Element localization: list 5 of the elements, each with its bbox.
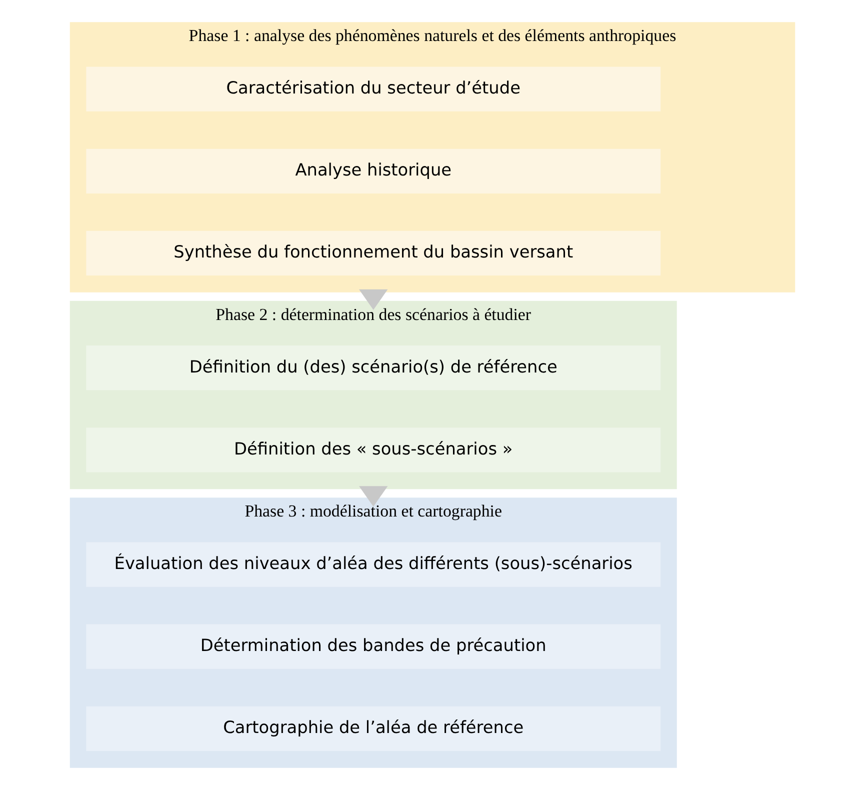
node-box: Caractérisation du secteur d’étude	[86, 66, 660, 112]
arrow	[358, 289, 388, 310]
node-box: Synthèse du fonctionnement du bassin versant	[86, 230, 660, 276]
arrow	[358, 486, 388, 507]
node-box: Analyse historique	[86, 148, 660, 194]
